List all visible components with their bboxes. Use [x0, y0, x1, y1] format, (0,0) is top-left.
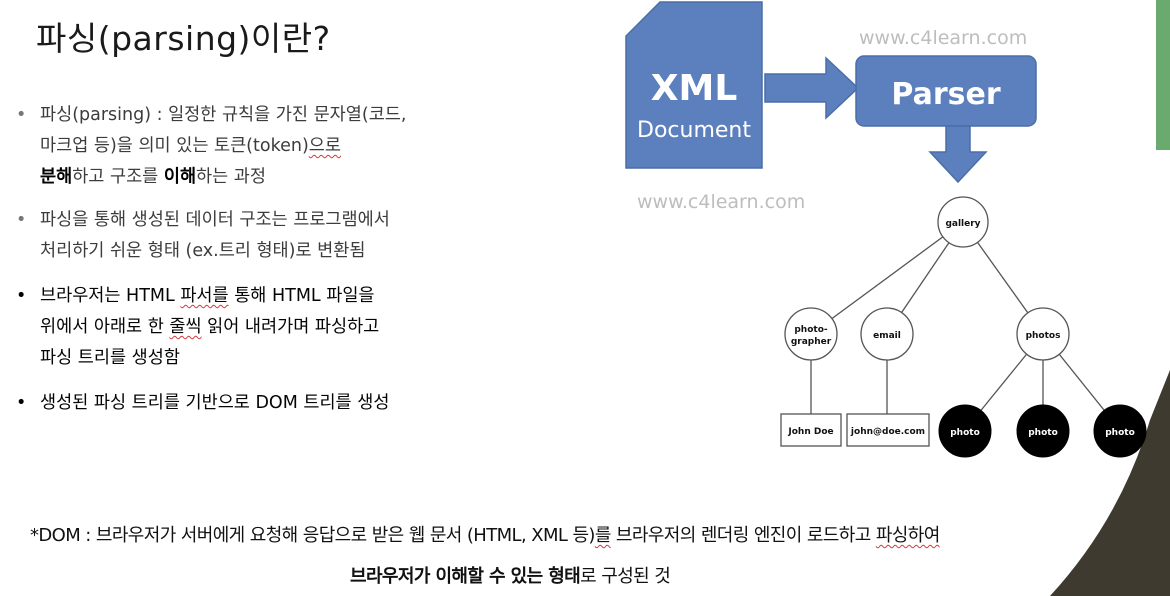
tree-node-label: photo	[1105, 428, 1135, 438]
down-arrow-icon	[928, 125, 988, 184]
tree-node-photos	[1016, 307, 1070, 361]
bullet-text: 브라우저는 HTML	[40, 286, 181, 306]
tree-edges	[810, 221, 1121, 431]
bullet-browser-parser: 브라우저는 HTML 파서를 통해 HTML 파일을 위에서 아래로 한 줄씩 …	[16, 281, 486, 374]
note-text: *DOM : 브라우저가 서버에게 요청해 응답으로 받은 웹 문서 (HTML…	[30, 525, 595, 546]
bullet-text: 위에서 아래로 한	[40, 317, 170, 337]
spellcheck-word: 파서를	[180, 286, 229, 306]
xml-doc-sublabel: Document	[637, 118, 751, 143]
bold-keyword: 분해	[40, 167, 73, 187]
decorative-edge-green	[1156, 0, 1170, 150]
note-text: 로 구성된 것	[580, 566, 671, 587]
bullet-text: 읽어 내려가며 파싱하고	[201, 317, 380, 337]
bullet-dom-tree: 생성된 파싱 트리를 기반으로 DOM 트리를 생성	[16, 388, 486, 419]
tree-leaf-name-box	[780, 413, 842, 447]
tree-node-label: photo	[1028, 428, 1058, 438]
dom-definition-note-line2: 브라우저가 이해할 수 있는 형태로 구성된 것	[350, 562, 671, 588]
watermark-bottom: www.c4learn.com	[637, 191, 805, 213]
bullet-text: 파싱(parsing) : 일정한 규칙을 가진 문자열(코드,	[40, 105, 407, 125]
bullet-text: 파싱 트리를 생성함	[40, 348, 180, 368]
xml-document-shape	[625, 1, 763, 169]
tree-node-label: grapher	[791, 337, 832, 347]
tree-node-photo	[938, 404, 992, 458]
tree-node-label: photo	[950, 428, 980, 438]
spellcheck-word: 줄씩	[169, 317, 202, 337]
tree-leaf-email-box	[846, 413, 930, 447]
tree-leaf-label: john@doe.com	[850, 427, 925, 437]
tree-node-photo	[1093, 404, 1147, 458]
spellcheck-word: 를	[594, 525, 612, 546]
tree-node-gallery	[937, 196, 989, 248]
tree-node-label: email	[873, 331, 901, 341]
bullet-data-structure: 파싱을 통해 생성된 데이터 구조는 프로그램에서 처리하기 쉬운 형태 (ex…	[16, 205, 486, 267]
bullet-text: 마크업 등)을 의미 있는 토큰(token)	[40, 136, 309, 156]
bullet-text: 생성된 파싱 트리를 기반으로 DOM 트리를 생성	[40, 393, 390, 413]
bold-keyword: 브라우저가 이해할 수 있는 형태	[350, 566, 581, 587]
watermark-top: www.c4learn.com	[859, 27, 1027, 49]
tree-node-label: photos	[1026, 331, 1061, 341]
bold-keyword: 이해	[163, 167, 197, 187]
tree-node-photographer	[784, 307, 838, 361]
bullet-text: 하는 과정	[196, 167, 267, 187]
bullet-text: 통해 HTML 파일을	[228, 286, 375, 306]
right-arrow-icon	[764, 56, 860, 120]
note-text: 브라우저의 렌더링 엔진이 로드하고	[610, 525, 876, 546]
tree-node-email	[860, 307, 914, 361]
tree-node-photo	[1016, 404, 1070, 458]
bullet-text: 파싱을 통해 생성된 데이터 구조는 프로그램에서	[40, 210, 390, 230]
dom-definition-note: *DOM : 브라우저가 서버에게 요청해 응답으로 받은 웹 문서 (HTML…	[30, 521, 940, 547]
slide-title: 파싱(parsing)이란?	[36, 19, 331, 58]
xml-doc-label: XML	[651, 68, 738, 109]
bullet-text: 하고 구조를	[72, 167, 164, 187]
bullet-list: 파싱(parsing) : 일정한 규칙을 가진 문자열(코드, 마크업 등)을…	[16, 100, 486, 419]
tree-node-label: gallery	[945, 219, 980, 229]
parser-label: Parser	[891, 77, 1000, 112]
spellcheck-word: 으로	[308, 136, 341, 156]
bullet-text: 처리하기 쉬운 형태 (ex.트리 형태)로 변환됨	[40, 241, 366, 261]
tree-leaf-label: John Doe	[787, 427, 833, 437]
spellcheck-word: 파싱하여	[875, 525, 940, 546]
tree-node-label: photo-	[794, 325, 828, 335]
bullet-parsing-definition: 파싱(parsing) : 일정한 규칙을 가진 문자열(코드, 마크업 등)을…	[16, 100, 486, 193]
